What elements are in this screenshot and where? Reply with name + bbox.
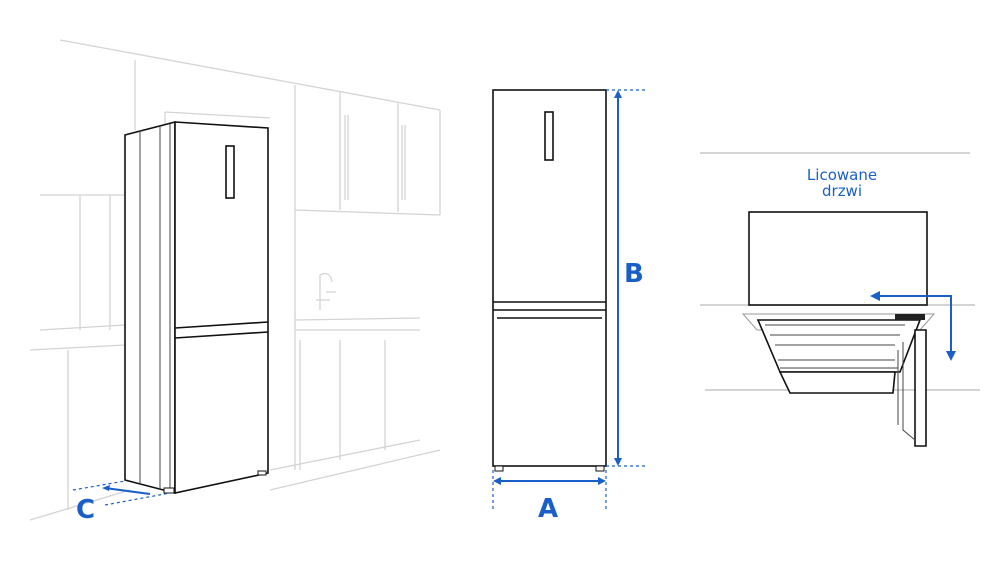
freezer-handle <box>544 111 554 161</box>
fridge-front <box>492 89 607 472</box>
freezer-handle <box>225 145 235 199</box>
flush-door-top-view <box>700 152 980 447</box>
height-dimension-b <box>606 89 648 467</box>
kitchen-background <box>29 39 441 521</box>
width-label: A <box>538 494 558 524</box>
flush-door-caption-line1: Licowane <box>807 166 877 184</box>
flush-door-caption-line2: drzwi <box>822 182 862 200</box>
height-label: B <box>624 259 644 289</box>
width-dimension-a <box>492 470 607 510</box>
depth-label: C <box>76 495 95 525</box>
depth-dimension-c <box>72 480 171 506</box>
door-opening-arrow <box>870 291 956 361</box>
fridge-perspective <box>124 120 269 495</box>
